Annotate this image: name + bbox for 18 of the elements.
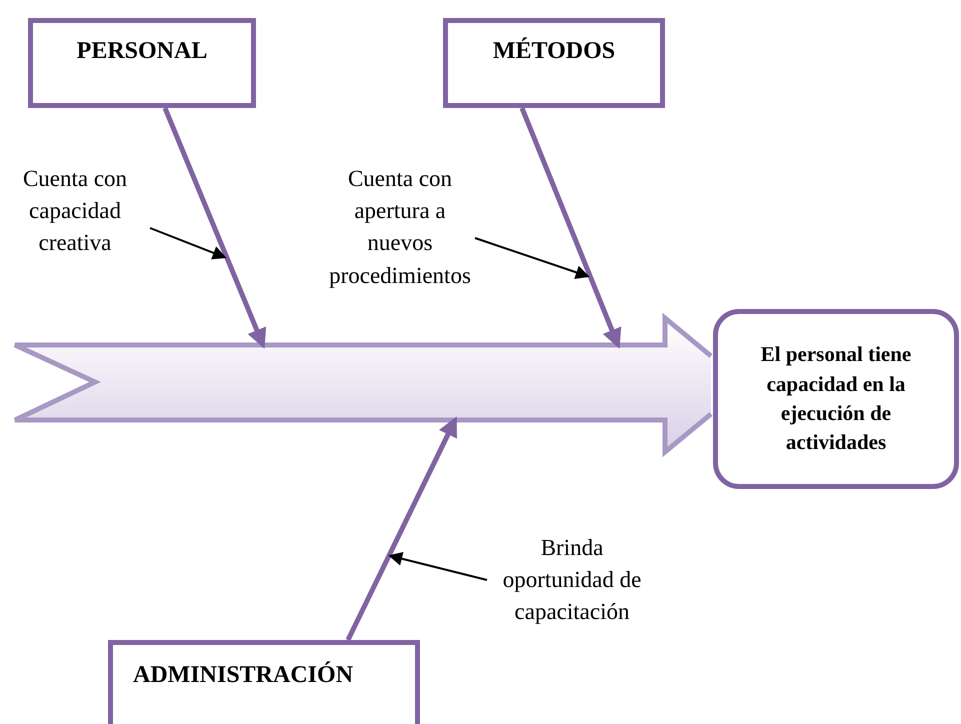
cause-text: Cuenta con apertura a nuevos procedimientos xyxy=(325,163,475,292)
category-title: ADMINISTRACIÓN xyxy=(133,660,354,690)
cause-bone-arrow xyxy=(162,107,266,349)
category-title: MÉTODOS xyxy=(492,36,616,66)
leader-arrow xyxy=(474,237,590,280)
effect-text: El personal tiene capacidad en la ejecución de actividades xyxy=(760,341,912,456)
category-box xyxy=(443,18,665,108)
spine-arrow xyxy=(12,312,713,458)
effect-box xyxy=(713,309,959,489)
cause-bone-arrow xyxy=(520,107,622,349)
category-title: PERSONAL xyxy=(76,37,208,66)
leader-arrow xyxy=(388,552,488,581)
category-box xyxy=(108,640,420,724)
cause-text: Cuenta con capacidad creativa xyxy=(0,163,150,260)
category-box xyxy=(28,18,256,108)
cause-bone-arrow xyxy=(346,416,458,642)
cause-text: Brinda oportunidad de capacitación xyxy=(487,532,657,629)
leader-arrow xyxy=(150,227,227,260)
